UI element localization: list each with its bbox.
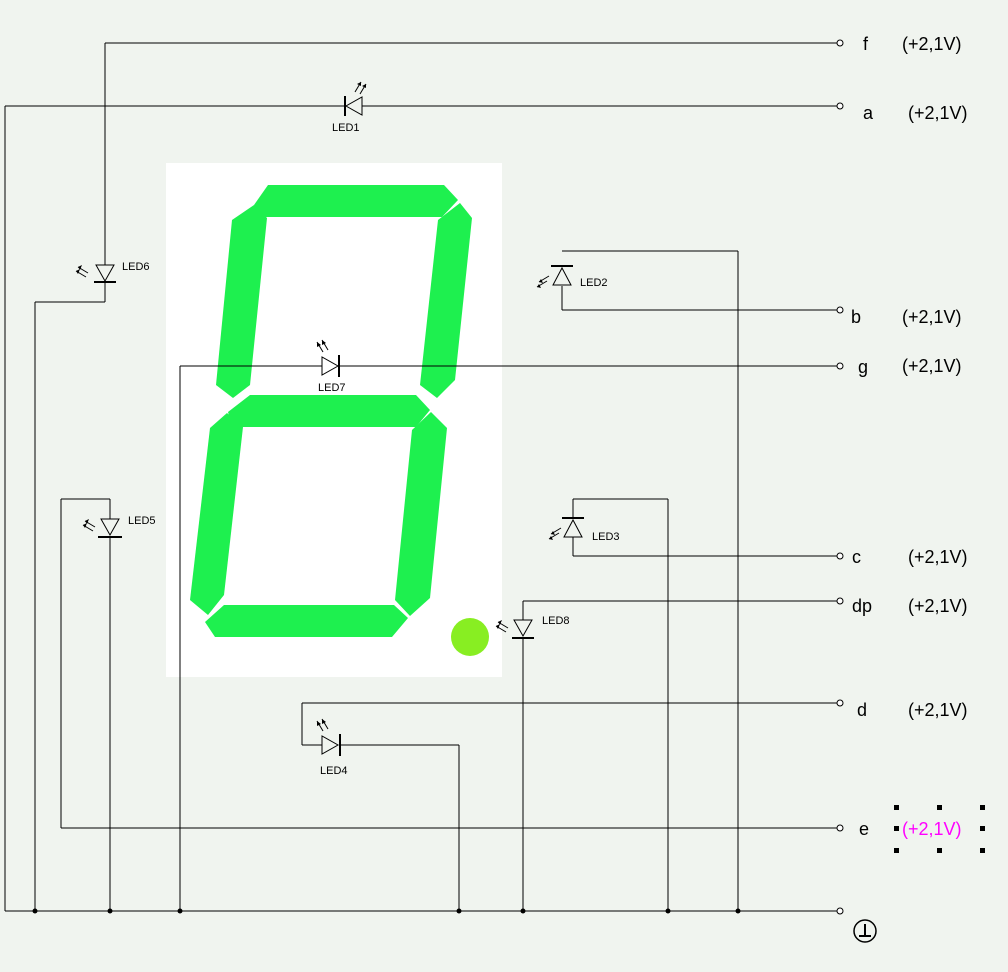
led7-label: LED7 — [318, 382, 346, 394]
terminal-dp[interactable] — [836, 597, 844, 605]
pin-label-a: a — [863, 103, 874, 123]
pin-label-c: c — [852, 547, 861, 567]
segment-a — [254, 185, 458, 217]
led3-symbol[interactable]: LED3 — [548, 517, 620, 543]
voltage-label-c: (+2,1V) — [908, 547, 968, 567]
segment-f — [216, 205, 267, 398]
voltage-label-a: (+2,1V) — [908, 103, 968, 123]
pin-label-d: d — [857, 700, 867, 720]
led6-label: LED6 — [122, 261, 150, 273]
led6-symbol[interactable]: LED6 — [75, 261, 150, 283]
pin-labels: f (+2,1V) a (+2,1V) b (+2,1V) g (+2,1V) … — [851, 34, 968, 839]
led7-symbol[interactable]: LED7 — [316, 339, 346, 394]
terminal-e[interactable] — [836, 824, 844, 832]
led1-label: LED1 — [332, 122, 360, 134]
terminal-d[interactable] — [836, 699, 844, 707]
terminal-g[interactable] — [836, 362, 844, 370]
led2-symbol[interactable]: LED2 — [536, 265, 608, 289]
seven-segment-display — [166, 163, 502, 677]
led8-label: LED8 — [542, 615, 570, 627]
pin-label-e: e — [859, 819, 869, 839]
led5-symbol[interactable]: LED5 — [82, 515, 156, 538]
terminal-c[interactable] — [836, 552, 844, 560]
voltage-label-dp: (+2,1V) — [908, 596, 968, 616]
terminal-f[interactable] — [836, 39, 844, 47]
voltage-label-f: (+2,1V) — [902, 34, 962, 54]
led8-symbol[interactable]: LED8 — [495, 615, 570, 639]
junctions — [32, 908, 741, 914]
led2-label: LED2 — [580, 277, 608, 289]
led1-symbol[interactable]: LED1 — [332, 81, 367, 134]
voltage-label-b: (+2,1V) — [902, 307, 962, 327]
decimal-point — [451, 618, 489, 656]
segment-e — [190, 413, 243, 615]
segment-d — [205, 605, 408, 637]
segment-c — [395, 412, 447, 616]
voltage-label-d: (+2,1V) — [908, 700, 968, 720]
terminal-a[interactable] — [836, 102, 844, 110]
voltage-label-g: (+2,1V) — [902, 356, 962, 376]
pin-label-f: f — [863, 34, 869, 54]
wires — [4, 42, 839, 912]
voltage-label-e[interactable]: (+2,1V) — [902, 819, 962, 839]
segment-g — [228, 395, 430, 427]
pin-label-b: b — [851, 307, 861, 327]
terminal-ground[interactable] — [836, 907, 844, 915]
pin-label-dp: dp — [852, 596, 872, 616]
terminal-b[interactable] — [836, 306, 844, 314]
led5-label: LED5 — [128, 515, 156, 527]
led4-label: LED4 — [320, 765, 348, 777]
selection-handles — [894, 805, 985, 853]
segment-b — [420, 203, 472, 398]
ground-icon — [853, 919, 877, 943]
pin-label-g: g — [858, 357, 868, 377]
led4-symbol[interactable]: LED4 — [316, 718, 348, 777]
terminals — [836, 39, 844, 915]
led3-label: LED3 — [592, 531, 620, 543]
